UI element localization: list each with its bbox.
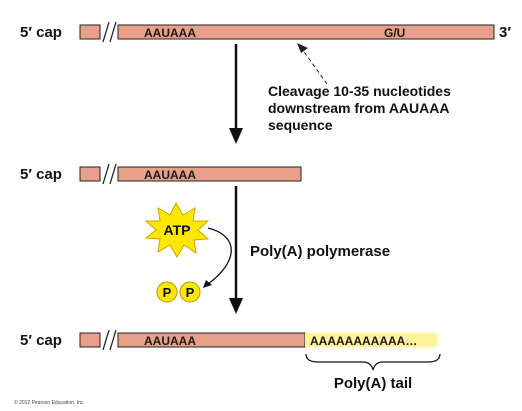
cleavage-arrow (297, 43, 328, 85)
poly-a-tail-band (305, 333, 437, 347)
phosphate-label-2: P (186, 285, 195, 300)
cleaved-mrna-row: 5′ cap AAUAAA (20, 163, 302, 185)
three-prime-label: 3′ (499, 24, 511, 41)
pyrophosphate: P P (156, 281, 201, 303)
row3-break-mark-1 (102, 329, 110, 351)
g-u-site-label: G/U (384, 26, 405, 40)
polyadenylated-mrna-row: 5′ cap AAUAAA AAAAAAAAAAA… (20, 329, 437, 351)
poly-a-tail-brace (305, 353, 441, 371)
copyright-notice: © 2012 Pearson Education, Inc. (14, 399, 85, 406)
row1-rna-strand (117, 24, 495, 40)
atp-label: ATP (164, 222, 191, 238)
phosphate-label-1: P (163, 285, 172, 300)
row3-cap-segment (79, 332, 101, 348)
row3-cap-label: 5′ cap (20, 332, 62, 349)
phosphate-circle-1 (156, 281, 178, 303)
row2-cap-segment (79, 166, 101, 182)
row2-aauaaa-label: AAUAAA (144, 168, 196, 182)
row3-aauaaa-label: AAUAAA (144, 334, 196, 348)
pyrophosphate-release-arrow (207, 227, 232, 285)
poly-a-polymerase-label: Poly(A) polymerase (250, 243, 390, 260)
phosphate-circle-2 (179, 281, 201, 303)
cleavage-note-line2: downstream from AAUAAA (268, 100, 450, 116)
row1-break-mark-1 (102, 21, 110, 43)
poly-a-sequence-label: AAAAAAAAAAA… (310, 334, 417, 348)
row2-rna-strand (117, 166, 302, 182)
pyrophosphate-arrowhead (203, 280, 212, 288)
step-arrow-1 (229, 44, 243, 144)
cleavage-note-line1: Cleavage 10-35 nucleotides (268, 83, 451, 99)
cleavage-note-line3: sequence (268, 117, 333, 133)
row1-aauaaa-label: AAUAAA (144, 26, 196, 40)
row1-cap-label: 5′ cap (20, 24, 62, 41)
row1-break-mark-2 (109, 21, 117, 43)
row1-cap-segment (79, 24, 101, 40)
row3-break-mark-2 (109, 329, 117, 351)
row2-cap-label: 5′ cap (20, 166, 62, 183)
pre-mrna-row: 5′ cap AAUAAA G/U 3′ (20, 21, 511, 43)
row2-break-mark-1 (102, 163, 110, 185)
poly-a-tail-label: Poly(A) tail (334, 375, 412, 392)
row2-break-mark-2 (109, 163, 117, 185)
atp-starburst: ATP (144, 201, 210, 258)
step-arrow-2 (229, 186, 243, 314)
